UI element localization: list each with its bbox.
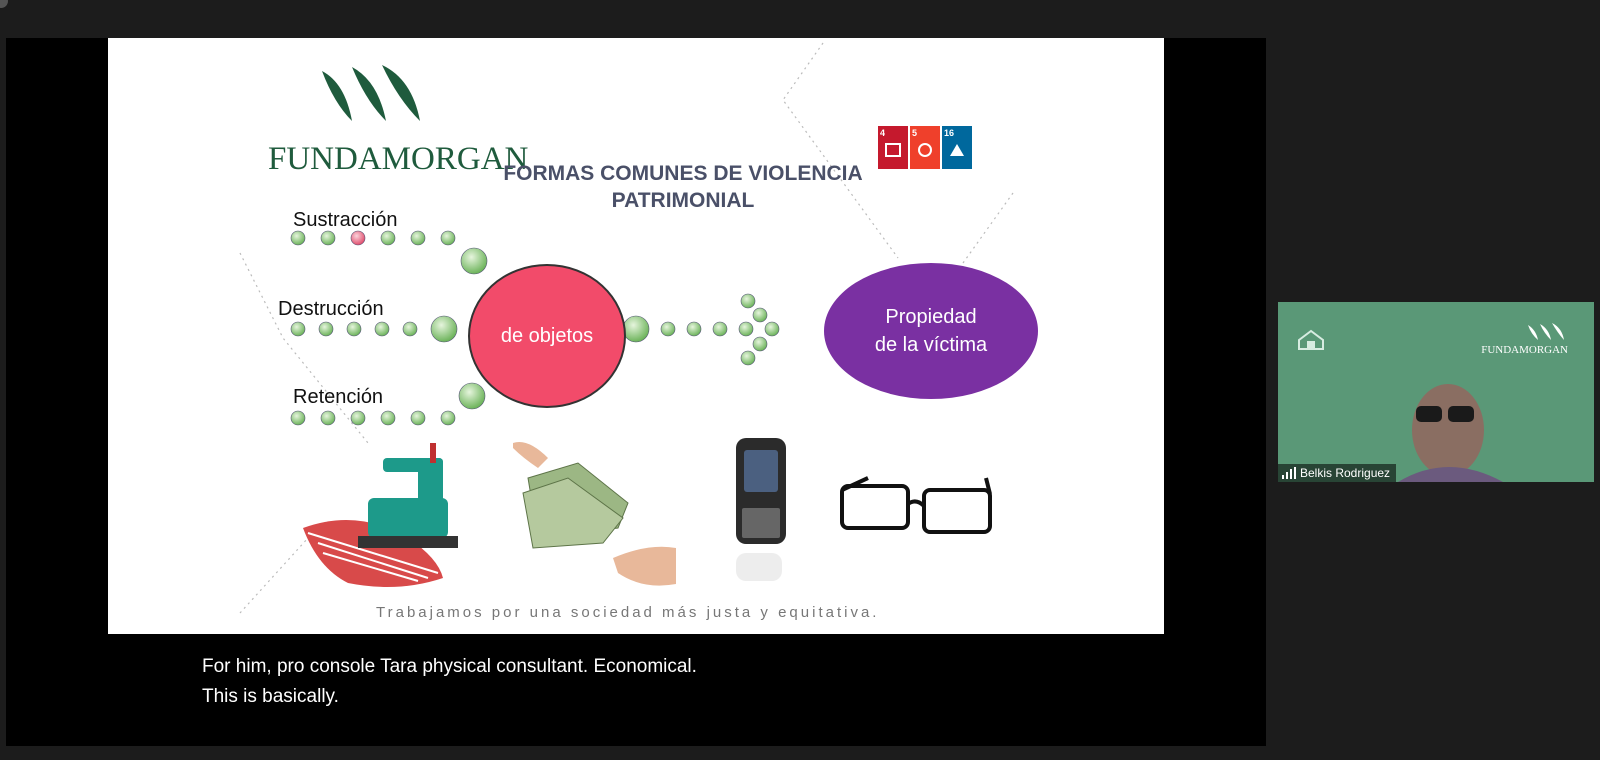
fundamorgan-leaf-icon bbox=[322, 65, 420, 121]
sewing-machine-image bbox=[303, 443, 458, 587]
sdg-16-icon: 16 bbox=[942, 126, 972, 169]
sdg-4-icon: 4 bbox=[878, 126, 908, 169]
window-corner-indicator bbox=[0, 0, 8, 8]
participant-name-tag: Belkis Rodriguez bbox=[1278, 464, 1397, 482]
label-sustraccion: Sustracción bbox=[293, 209, 398, 231]
slide-title-line1: FORMAS COMUNES DE VIOLENCIA bbox=[503, 162, 863, 185]
sdg-5-icon: 5 bbox=[910, 126, 940, 169]
decorative-dotted-lines bbox=[239, 42, 1014, 614]
participant-name: Belkis Rodriguez bbox=[1300, 466, 1391, 480]
center-bubble-text: de objetos bbox=[500, 324, 594, 347]
target-bubble-line1: Propiedad bbox=[885, 306, 977, 328]
screen-share-area: FUNDAMORGAN 4 5 16 FORMAS COMUNES DE VIO… bbox=[6, 38, 1266, 746]
home-icon bbox=[1298, 329, 1324, 350]
slide-title-line2: PATRIMONIAL bbox=[611, 189, 755, 212]
live-captions: For him, pro console Tara physical consu… bbox=[202, 652, 697, 712]
tile-fundamorgan-leaf-icon bbox=[1528, 323, 1564, 340]
slide-title: FORMAS COMUNES DE VIOLENCIA PATRIMONIAL bbox=[488, 160, 878, 214]
eyeglasses-image bbox=[840, 476, 992, 534]
slide-footer: Trabajamos por una sociedad más justa y … bbox=[376, 604, 880, 621]
label-destruccion: Destrucción bbox=[278, 298, 384, 320]
participant-video-tile[interactable]: FUNDAMORGAN Belkis Rodriguez bbox=[1278, 302, 1594, 482]
caption-line-1: For him, pro console Tara physical consu… bbox=[202, 656, 697, 677]
presentation-slide: FUNDAMORGAN 4 5 16 FORMAS COMUNES DE VIO… bbox=[108, 38, 1164, 634]
mobile-phone-image bbox=[736, 438, 786, 581]
dot-arrows bbox=[290, 230, 780, 426]
participant-person bbox=[1398, 384, 1503, 482]
target-bubble-line2: de la víctima bbox=[874, 334, 988, 356]
caption-line-2: This is basically. bbox=[202, 686, 339, 707]
target-bubble: Propiedad de la víctima bbox=[824, 263, 1038, 399]
label-retencion: Retención bbox=[293, 386, 384, 408]
center-bubble: de objetos bbox=[468, 264, 626, 408]
tile-logo-text: FUNDAMORGAN bbox=[1481, 344, 1568, 356]
logo-text: FUNDAMORGAN bbox=[268, 141, 529, 177]
object-images bbox=[303, 438, 992, 587]
money-image bbox=[513, 442, 676, 586]
signal-strength-icon bbox=[1282, 467, 1296, 479]
